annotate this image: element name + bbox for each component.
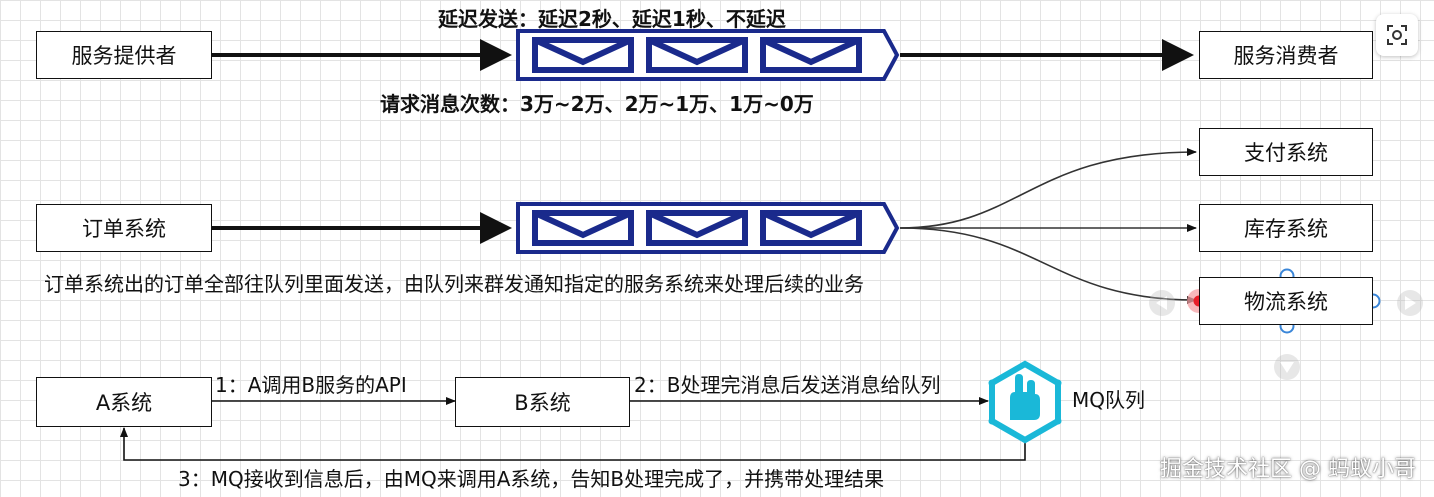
message-queue-middle xyxy=(516,202,900,254)
node-payment-system[interactable]: 支付系统 xyxy=(1199,128,1373,176)
scan-lens-icon xyxy=(1387,25,1407,45)
caption-order-flow: 订单系统出的订单全部往队列里面发送，由队列来群发通知指定的服务系统来处理后续的业… xyxy=(44,272,864,296)
label-request-count: 请求消息次数：3万~2万、2万~1万、1万~0万 xyxy=(380,92,814,116)
label-step-3: 3：MQ接收到信息后，由MQ来调用A系统，告知B处理完成了，并携带处理结果 xyxy=(178,467,885,491)
label-step-1: 1：A调用B服务的API xyxy=(215,373,407,397)
edge-queue-to-payment xyxy=(899,148,1197,229)
watermark: 掘金技术社区 @ 蚂蚁小哥 xyxy=(1160,457,1416,482)
message-queue-top xyxy=(516,29,900,81)
node-a-system[interactable]: A系统 xyxy=(36,377,212,427)
label-delay-send: 延迟发送：延迟2秒、延迟1秒、不延迟 xyxy=(438,7,786,31)
node-service-consumer[interactable]: 服务消费者 xyxy=(1199,31,1373,79)
mq-hand-icon[interactable] xyxy=(988,360,1062,444)
scan-lens-button[interactable] xyxy=(1376,14,1418,56)
label-mq-queue: MQ队列 xyxy=(1072,388,1145,412)
edge-mq-to-a xyxy=(120,427,1026,461)
node-order-system[interactable]: 订单系统 xyxy=(36,204,212,252)
node-logistics-system[interactable]: 物流系统 xyxy=(1199,277,1373,325)
edge-queue-to-logistics xyxy=(899,227,1197,304)
node-inventory-system[interactable]: 库存系统 xyxy=(1199,204,1373,252)
node-service-provider[interactable]: 服务提供者 xyxy=(36,31,212,79)
label-step-2: 2：B处理完消息后发送消息给队列 xyxy=(634,373,941,397)
node-b-system[interactable]: B系统 xyxy=(455,377,630,427)
